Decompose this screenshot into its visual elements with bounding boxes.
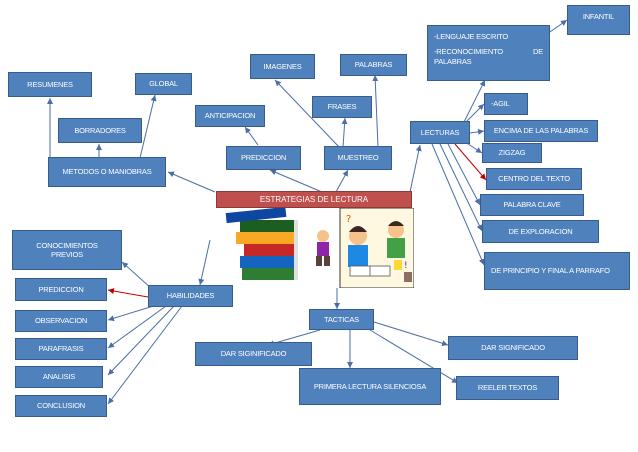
connector-to-palabra-clave: [447, 143, 481, 206]
connector-to-infantil: [549, 19, 568, 33]
node-releer: REELER TEXTOS: [456, 376, 559, 400]
node-conclusion: CONCLUSION: [15, 395, 107, 417]
connector-to-dar-sig-right: [373, 321, 449, 347]
connector-to-prediccion: [269, 169, 323, 193]
node-tacticas: TACTICAS: [309, 309, 374, 330]
kids-reading-books-clipart: ? !: [218, 208, 414, 288]
node-anticipacion: ANTICIPACION: [195, 105, 265, 127]
connector-to-conocimientos: [121, 261, 153, 290]
central-title: ESTRATEGIAS DE LECTURA: [216, 191, 412, 208]
node-dar-significado-left: DAR SIGINIFICADO: [195, 342, 312, 366]
node-observacion: OBSERVACION: [15, 310, 107, 332]
connector-to-encima: [469, 128, 485, 135]
node-principio: DE PRINCIPIO Y FINAL A PARRAFO: [484, 252, 630, 290]
connector-to-exploracion: [439, 143, 483, 232]
node-palabras: PALABRAS: [340, 54, 407, 76]
connector-to-releer: [369, 329, 459, 384]
node-palabra-clave: PALABRA CLAVE: [480, 194, 584, 216]
connector-to-parafrasis: [107, 305, 167, 349]
node-prediccion-top: PREDICCION: [226, 146, 301, 170]
node-metodos: METODOS O MANIOBRAS: [48, 157, 166, 187]
node-habilidades: HABILIDADES: [148, 285, 233, 307]
node-global: GLOBAL: [135, 73, 192, 95]
node-parafrasis: PARAFRASIS: [15, 338, 107, 360]
node-encima: ENCIMA DE LAS PALABRAS: [484, 120, 598, 142]
node-exploracion: DE EXPLORACION: [482, 220, 599, 243]
connector-to-prediccion-left: [107, 288, 149, 298]
connector-to-imagenes: [274, 79, 341, 149]
connector-to-frases: [341, 117, 348, 148]
svg-text:?: ?: [346, 214, 351, 225]
node-prediccion-left: PREDICCION: [15, 278, 107, 301]
connector-to-palabras: [372, 74, 379, 148]
node-lecturas: LECTURAS: [410, 121, 470, 144]
connector-to-metodos: [167, 171, 216, 193]
node-resumenes: RESUMENES: [8, 72, 92, 97]
connector-to-global: [139, 94, 157, 159]
node-centro: CENTRO DEL TEXTO: [486, 168, 582, 190]
connector-to-muestreo: [335, 169, 349, 193]
node-dar-significado-right: DAR SIGNIFICADO: [448, 336, 578, 360]
node-primera-lectura: PRIMERA LECTURA SILENCIOSA: [299, 368, 441, 405]
node-analisis: ANALISIS: [15, 366, 103, 388]
connector-to-anticipacion: [244, 126, 259, 146]
connector-to-principio: [431, 143, 485, 266]
node-infantil: INFANTIL: [567, 5, 630, 35]
connector-to-centro: [454, 143, 487, 181]
connector-to-lecturas: [409, 144, 422, 193]
node-muestreo: MUESTREO: [324, 146, 392, 170]
node-zigzag: ZIGZAG: [482, 143, 542, 163]
connector-to-analisis: [107, 305, 175, 376]
node-borradores: BORRADORES: [58, 118, 142, 143]
svg-text:!: !: [404, 261, 408, 271]
connector-to-conclusion: [107, 305, 183, 405]
connector-to-habilidades: [198, 239, 211, 286]
node-frases: FRASES: [312, 96, 372, 118]
connector-to-reconocimiento: [461, 79, 486, 127]
node-agil: -AGIL: [484, 93, 528, 115]
node-imagenes: IMAGENES: [250, 54, 315, 79]
